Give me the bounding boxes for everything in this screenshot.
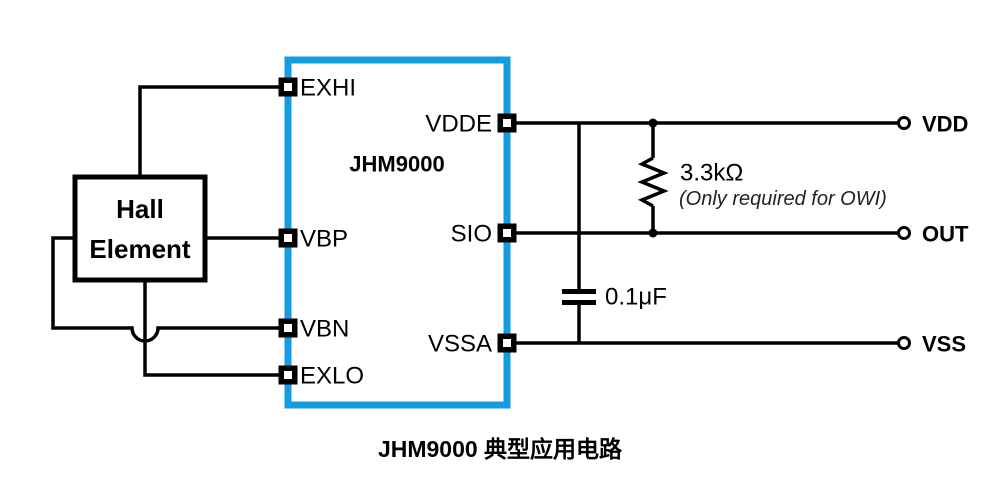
hall-element-label-line2: Element xyxy=(89,234,190,264)
terminal-circle xyxy=(897,226,911,240)
pin-square-hole xyxy=(503,229,511,237)
wires xyxy=(51,85,898,377)
pin-label-vbn: VBN xyxy=(300,316,349,343)
terminal-label-vdd: VDD xyxy=(922,112,968,137)
wire-vbn-with-hop xyxy=(51,236,288,343)
pin-square-hole xyxy=(284,324,292,332)
hall-element-box: Hall Element xyxy=(72,174,208,283)
pin-label-sio: SIO xyxy=(451,221,492,248)
terminal-label-vss: VSS xyxy=(922,332,966,357)
diagram-caption: JHM9000 典型应用电路 xyxy=(377,436,623,462)
capacitor-symbol xyxy=(562,300,596,305)
capacitor-value: 0.1μF xyxy=(605,284,667,311)
hall-element-outline xyxy=(72,174,208,283)
terminal-circle xyxy=(897,116,911,130)
terminal-vss: VSS xyxy=(897,332,966,357)
pin-square-hole xyxy=(503,339,511,347)
pin-label-exlo: EXLO xyxy=(300,363,364,390)
pin-exhi: EXHI xyxy=(278,75,356,102)
pin-vssa: VSSA xyxy=(428,331,517,358)
pin-sio: SIO xyxy=(451,221,517,248)
wire-exlo xyxy=(143,280,288,377)
wire-exhi xyxy=(138,85,288,177)
resistor-value: 3.3kΩ xyxy=(680,160,743,187)
resistor-note: (Only required for OWI) xyxy=(679,188,887,210)
pin-label-vssa: VSSA xyxy=(428,331,492,358)
pin-vbn: VBN xyxy=(278,316,349,343)
capacitor: 0.1μF xyxy=(562,284,667,311)
pin-vdde: VDDE xyxy=(425,111,517,138)
resistor-symbol xyxy=(637,156,669,208)
external-terminals: VDD OUT VSS xyxy=(897,112,969,357)
pin-label-exhi: EXHI xyxy=(300,75,356,102)
ic-name: JHM9000 xyxy=(349,152,444,177)
terminal-vdd: VDD xyxy=(897,112,968,137)
capacitor-symbol xyxy=(562,289,596,294)
pin-vbp: VBP xyxy=(278,226,348,253)
pin-square-hole xyxy=(284,371,292,379)
terminal-circle xyxy=(897,336,911,350)
terminal-out: OUT xyxy=(897,222,969,247)
junction-dot xyxy=(648,118,658,128)
pin-square-hole xyxy=(503,119,511,127)
hall-element-label-line1: Hall xyxy=(116,194,164,224)
terminal-label-out: OUT xyxy=(922,222,969,247)
pin-square-hole xyxy=(284,234,292,242)
pin-label-vbp: VBP xyxy=(300,226,348,253)
pin-exlo: EXLO xyxy=(278,363,364,390)
pin-square-hole xyxy=(284,83,292,91)
resistor: 3.3kΩ (Only required for OWI) xyxy=(637,118,887,238)
ic-pins: EXHI VBP VBN EXLO VDDE xyxy=(278,75,517,390)
pin-label-vdde: VDDE xyxy=(425,111,492,138)
junction-dot xyxy=(648,228,658,238)
